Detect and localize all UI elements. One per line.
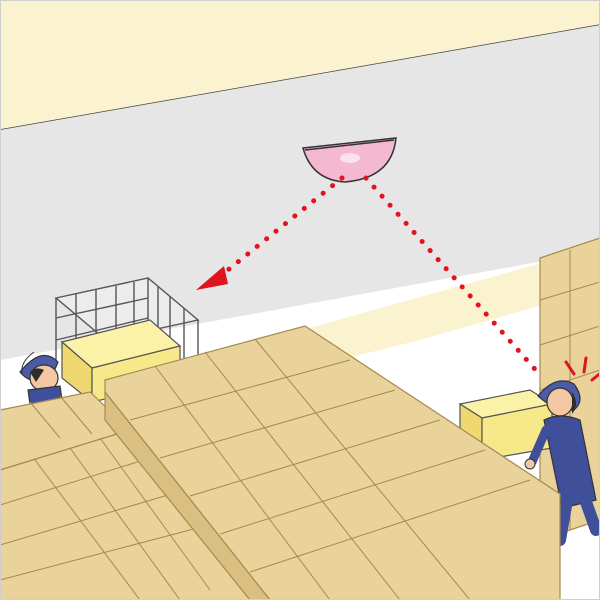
- left-worker: [19, 351, 63, 405]
- front-left-stack: [0, 391, 251, 600]
- ceiling: [0, 0, 600, 130]
- alert-icon: [564, 356, 600, 382]
- convex-mirror-icon: [302, 137, 397, 183]
- right-worker: [524, 380, 600, 546]
- sight-line-to-left-worker: [196, 175, 345, 290]
- front-right-stack: [104, 325, 561, 600]
- arrow-icon: [196, 266, 228, 290]
- wall: [0, 25, 600, 360]
- sight-line-to-right-worker: [363, 175, 551, 387]
- cage-cart: [54, 277, 200, 400]
